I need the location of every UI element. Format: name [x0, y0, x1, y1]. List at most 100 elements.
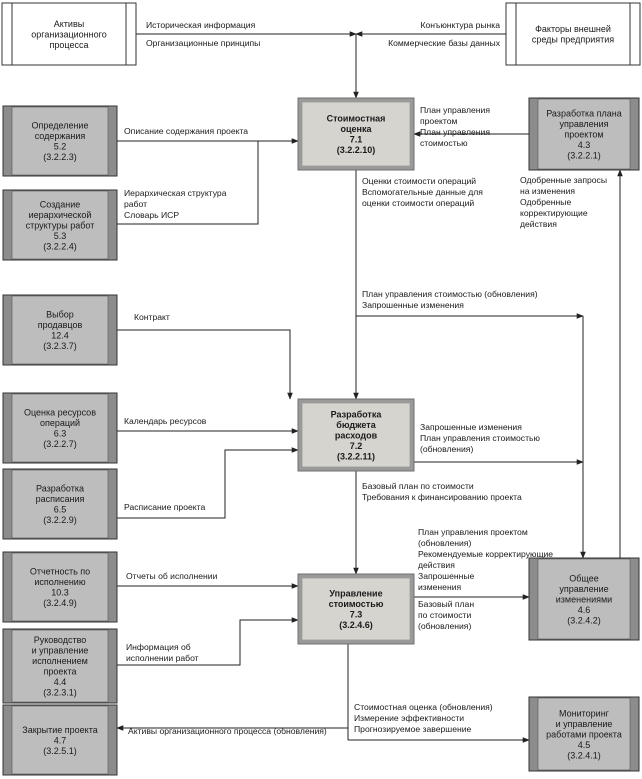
node-label: (3.2.3.1) — [43, 688, 77, 698]
flow-label-line: Активы организационного процесса (обновл… — [128, 726, 327, 736]
node-label: организационного — [31, 29, 106, 39]
flow-label-line: Конъюнктура рынка — [420, 20, 500, 30]
node-label: 7.2 — [350, 441, 363, 451]
node-label: 5.2 — [54, 142, 67, 152]
flow-label-line: Историческая информация — [146, 20, 256, 30]
node-label: 10.3 — [51, 588, 69, 598]
flow-label-line: Вспомогательные данные для — [362, 187, 483, 197]
flow-label-line: План управления стоимостью (обновления) — [362, 289, 538, 299]
exec-to-cost-ctrl-arrow — [117, 617, 299, 666]
label-est-out: Оценки стоимости операцийВспомогательные… — [362, 176, 483, 208]
flow-label-line: Календарь ресурсов — [124, 416, 207, 426]
node-label: (3.2.2.10) — [337, 145, 376, 155]
flow-label-line: действия — [520, 219, 557, 229]
node-label: 4.6 — [578, 605, 591, 615]
flow-label-line: изменения — [418, 582, 461, 592]
node-label: исполнением — [32, 656, 88, 666]
label-org-upd: Активы организационного процесса (обновл… — [128, 726, 327, 736]
node-label: (3.2.2.11) — [337, 451, 375, 461]
label-market: Конъюнктура рынка — [420, 20, 500, 30]
node-label: (3.2.2.4) — [43, 241, 77, 251]
flow-label-line: Одобренные запросы — [520, 175, 607, 185]
label-perf-rep: Отчеты об исполнении — [126, 571, 218, 581]
flow-label-line: План управления проектом — [418, 527, 528, 537]
node-label: расписания — [36, 494, 85, 504]
label-sched: Расписание проекта — [124, 502, 205, 512]
flow-label-line: Оценки стоимости операций — [362, 176, 476, 186]
node-label: иерархической — [29, 210, 92, 220]
node-label: (3.2.3.7) — [43, 341, 77, 351]
flow-label-line: Информация об — [126, 642, 191, 652]
node-label: Создание — [40, 199, 81, 209]
node-label: изменениями — [556, 594, 612, 604]
node-label: 6.3 — [54, 429, 67, 439]
node-label: работами проекта — [546, 729, 622, 739]
node-label: управление — [559, 584, 608, 594]
flow-label-line: Расписание проекта — [124, 502, 205, 512]
node-label: (3.2.4.2) — [567, 615, 601, 625]
node-label: содержания — [35, 131, 86, 141]
node-label: 4.7 — [54, 735, 67, 745]
wbs-line-arrow — [117, 141, 259, 225]
node-label: (3.2.2.9) — [43, 515, 77, 525]
node-label: Управление — [329, 589, 382, 599]
flow-label-line: Контракт — [134, 312, 170, 322]
node-label: операций — [40, 418, 80, 428]
flow-label-line: План управления — [420, 105, 490, 115]
node-label: Разработка плана — [546, 108, 622, 118]
flow-label-line: Иерархическая структура — [124, 188, 227, 198]
node-label: (3.2.4.1) — [567, 750, 601, 760]
node-label: 7.1 — [350, 135, 363, 145]
node-label: (3.2.2.7) — [43, 439, 77, 449]
flow-label-line: Коммерческие базы данных — [388, 38, 501, 48]
flow-label-line: исполнении работ — [126, 653, 199, 663]
node-pm-plan: Разработка планауправленияпроектом4.3(3.… — [528, 97, 640, 171]
node-label: продавцов — [38, 320, 83, 330]
flow-label-line: Запрошенные — [418, 571, 475, 581]
label-contract: Контракт — [134, 312, 170, 322]
flow-label-line: Запрошенные изменения — [362, 300, 464, 310]
label-ctrl-out: План управления проектом(обновления)Реко… — [418, 527, 553, 592]
node-label: (3.2.4.6) — [339, 620, 373, 630]
label-scope-stmt: Описание содержания проекта — [124, 126, 248, 136]
node-label: 4.5 — [578, 740, 591, 750]
node-label: Отчетность по — [30, 567, 90, 577]
flow-label-line: План управления — [420, 127, 490, 137]
node-label: Руководство — [34, 635, 87, 645]
node-label: Оценка ресурсов — [24, 408, 96, 418]
flow-label-line: Требования к финансированию проекта — [362, 492, 522, 502]
flow-label-line: проектом — [420, 116, 457, 126]
flow-label-line: Отчеты об исполнении — [126, 571, 218, 581]
node-label: Мониторинг — [559, 708, 610, 718]
flow-label-line: План управления стоимостью — [420, 433, 540, 443]
flow-label-line: Организационные принципы — [146, 38, 260, 48]
node-label: Разработка — [36, 484, 84, 494]
node-label: Закрытие проекта — [22, 725, 97, 735]
label-org-principles: Организационные принципы — [146, 38, 260, 48]
node-label: 12.4 — [51, 331, 69, 341]
node-label: и управление — [32, 646, 89, 656]
node-label: (3.2.5.1) — [43, 746, 77, 756]
node-label: (3.2.2.3) — [43, 152, 77, 162]
flow-label-line: (обновления) — [420, 444, 473, 454]
flow-label-line: стоимостью — [420, 138, 468, 148]
node-label: Общее — [569, 573, 598, 583]
node-label: управления — [559, 119, 608, 129]
node-label: Выбор — [46, 310, 74, 320]
flow-label-line: корректирующие — [520, 208, 588, 218]
node-label: (3.2.2.1) — [567, 150, 601, 160]
